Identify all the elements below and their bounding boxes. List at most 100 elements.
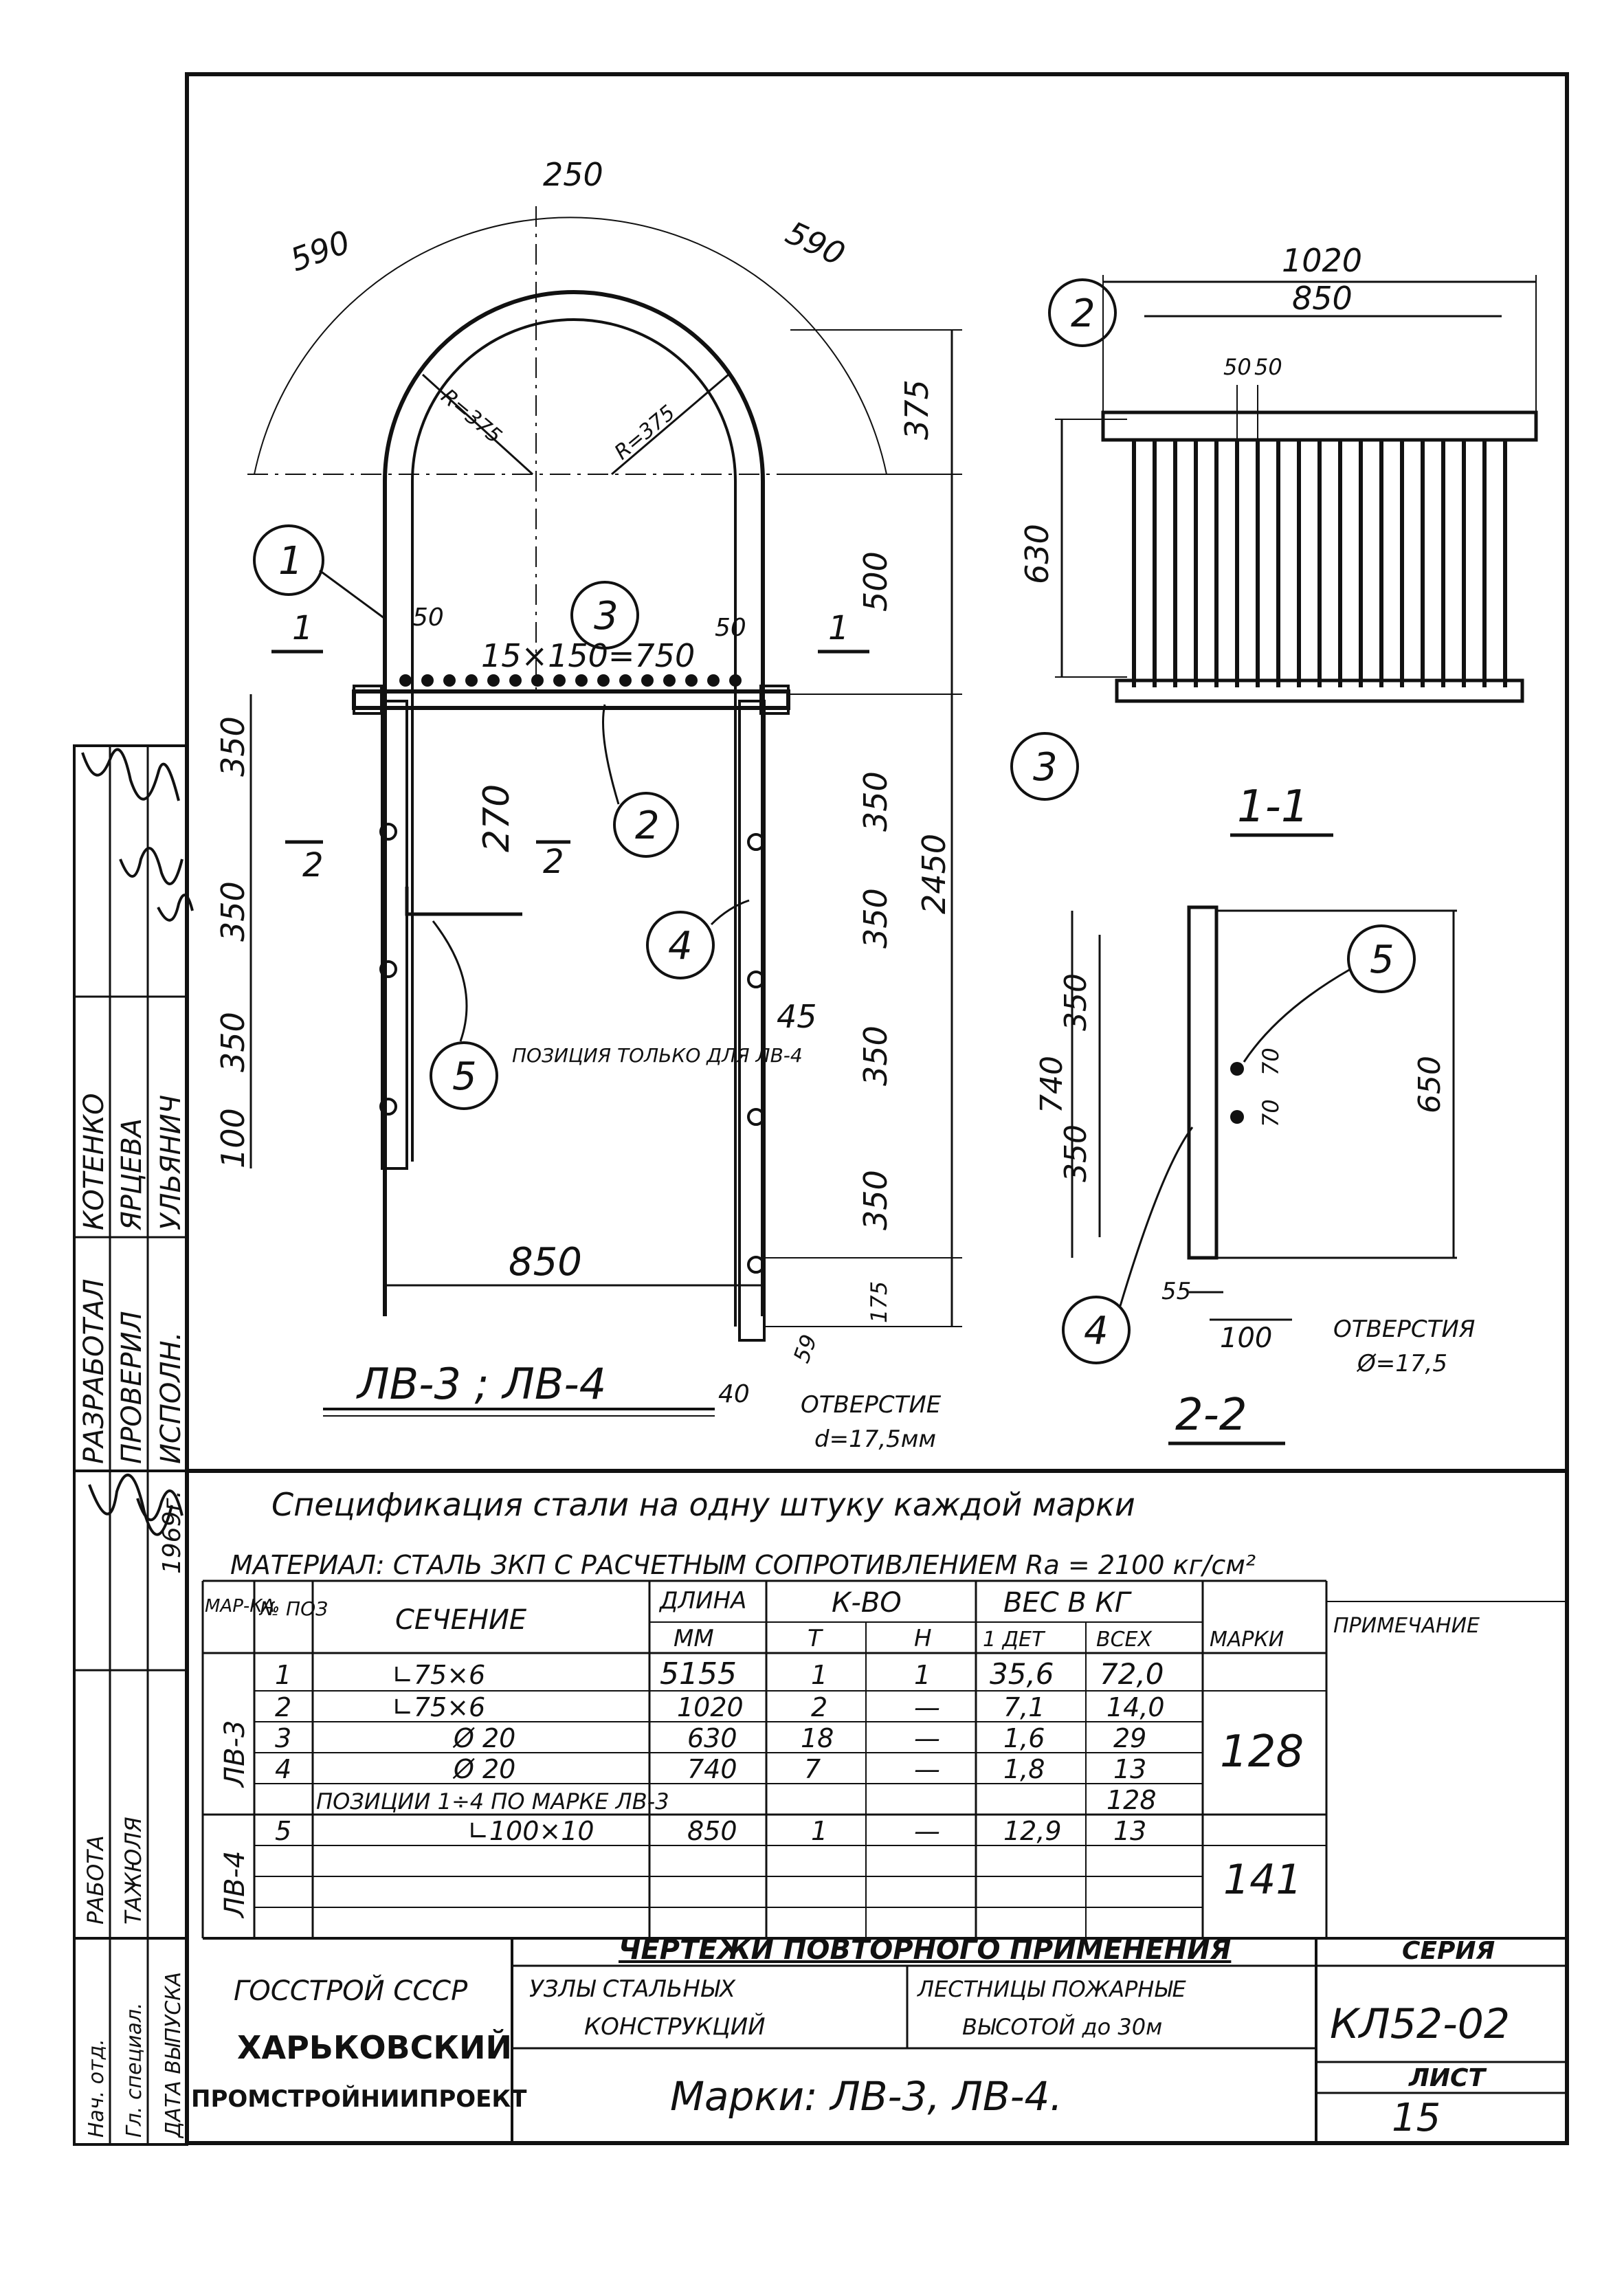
platform-end-right xyxy=(759,685,790,715)
org-line-3: ПРОМСТРОЙНИИПРОЕКТ xyxy=(191,2085,527,2113)
spec-row3-det: 1,6 xyxy=(1003,1723,1045,1753)
spec-row5-all: 128 xyxy=(1106,1785,1157,1815)
balloon-4: 4 xyxy=(668,924,693,968)
spec-row6-n: — xyxy=(914,1816,940,1846)
stamp-role-executed: ИСПОЛН. xyxy=(155,1332,187,1464)
stamp-role-developed: РАЗРАБОТАЛ xyxy=(78,1279,110,1464)
ladder-arch-outer xyxy=(383,290,765,1316)
dim-rung-350-a: 350 xyxy=(214,716,252,777)
dim-height-2450: 2450 xyxy=(915,834,953,914)
section1-balloon-3: 3 xyxy=(1033,745,1058,790)
section-2-2 xyxy=(1071,905,1457,1445)
section2-balloon-5: 5 xyxy=(1370,938,1394,982)
dim-rung-350-b: 350 xyxy=(214,881,252,942)
section2-dim-55: 55 xyxy=(1161,1278,1191,1305)
section-mark-2-right: 2 xyxy=(543,843,564,881)
section2-note-holes-d: Ø=17,5 xyxy=(1356,1350,1447,1377)
section1-dim-50b: 50 xyxy=(1254,354,1282,380)
section2-note-holes: ОТВЕРСТИЯ xyxy=(1333,1316,1475,1343)
section1-dim-50a: 50 xyxy=(1223,354,1252,380)
dim-175: 175 xyxy=(866,1281,892,1323)
spec-header-count-t: Т xyxy=(808,1625,823,1652)
signatures xyxy=(81,748,194,1536)
spec-row6-length: 850 xyxy=(687,1816,737,1846)
side-stamp-text: РАЗРАБОТАЛ ПРОВЕРИЛ ИСПОЛН. КОТЕНКО ЯРЦЕ… xyxy=(78,1093,187,2139)
dim-59: 59 xyxy=(788,1331,823,1366)
section2-dim-100: 100 xyxy=(1220,1322,1272,1354)
radius-right-line xyxy=(611,373,729,476)
section1-dim-1020: 1020 xyxy=(1282,242,1362,279)
spec-table-grid xyxy=(201,1579,1567,1940)
side-stamp xyxy=(73,744,188,2146)
dim-rung-350-f: 350 xyxy=(857,1025,894,1086)
spec-row1-all: 72,0 xyxy=(1100,1657,1164,1691)
stamp-role-checked: ПРОВЕРИЛ xyxy=(116,1311,148,1464)
section-mark-1-left: 1 xyxy=(292,609,313,647)
spec-row1-section: ∟75×6 xyxy=(392,1660,485,1690)
title-col-b-1: ЛЕСТНИЦЫ ПОЖАРНЫЕ xyxy=(917,1976,1187,2002)
spec-row2-pos: 2 xyxy=(275,1692,291,1722)
spec-row1-pos: 1 xyxy=(275,1660,291,1690)
spec-row3-all: 29 xyxy=(1113,1723,1146,1753)
spec-title-area: Спецификация стали на одну штуку каждой … xyxy=(230,1486,1256,1580)
stamp-lower-role-2: ТАЖЮЛЯ xyxy=(120,1817,146,1925)
section1-dim-850: 850 xyxy=(1292,280,1353,317)
section-mark-2-left: 2 xyxy=(302,846,324,885)
spec-header-w-mark: МАРКИ xyxy=(1210,1628,1284,1652)
spec-row3-section: Ø 20 xyxy=(452,1723,515,1753)
section2-dim-350b: 350 xyxy=(1058,1124,1093,1182)
spec-row1-n: 1 xyxy=(914,1660,931,1690)
spec-row6-pos: 5 xyxy=(275,1816,291,1846)
stamp-bottom-role-3: ДАТА ВЫПУСКА xyxy=(162,1972,186,2139)
section2-dim-740: 740 xyxy=(1034,1056,1069,1113)
platform-rungs xyxy=(399,674,742,687)
section2-balloon-4: 4 xyxy=(1084,1309,1109,1353)
section2-angle xyxy=(1187,905,1219,1260)
section-mark-1-right: 1 xyxy=(828,609,849,647)
side-stamp-frame xyxy=(73,744,188,2146)
dim-offset-left: 50 xyxy=(412,603,444,632)
section2-dim-350a: 350 xyxy=(1058,973,1093,1031)
balloon-5: 5 xyxy=(452,1054,477,1099)
bracket-pos5 xyxy=(405,887,522,916)
platform-end-left xyxy=(353,685,383,715)
note-position-only: ПОЗИЦИЯ ТОЛЬКО ДЛЯ ЛВ-4 xyxy=(512,1044,803,1067)
section-2-2-labels: 740 350 350 650 70 70 55 100 2-2 ОТВЕРСТ… xyxy=(1034,924,1475,1441)
title-block-header: ЧЕРТЕЖИ ПОВТОРНОГО ПРИМЕНЕНИЯ xyxy=(619,1934,1231,1966)
note-hole-diameter: d=17,5мм xyxy=(814,1426,936,1453)
platform-angle xyxy=(352,689,790,710)
spec-header-count-n: Н xyxy=(914,1625,932,1652)
org-line-1: ГОССТРОЙ СССР xyxy=(234,1974,468,2007)
spec-header-w-det: 1 ДЕТ xyxy=(983,1628,1046,1652)
title-block-text: ГОССТРОЙ СССР ХАРЬКОВСКИЙ ПРОМСТРОЙНИИПР… xyxy=(191,1934,1510,2140)
dim-100: 100 xyxy=(214,1108,252,1168)
stamp-bottom-role-2: Гл. специал. xyxy=(122,2002,146,2138)
section2-dim-70b: 70 xyxy=(1258,1099,1284,1127)
spec-row2-section: ∟75×6 xyxy=(392,1692,485,1722)
ladder-elevation xyxy=(247,206,962,1417)
dim-arc-right: 590 xyxy=(780,214,850,273)
arc-dim-line xyxy=(254,217,887,475)
spec-row1-length: 5155 xyxy=(660,1656,737,1692)
dim-offset-right: 50 xyxy=(715,614,746,642)
balloon-2: 2 xyxy=(635,803,660,848)
main-view-labels: 250 590 590 375 R=375 R=375 15×150=750 5… xyxy=(214,156,953,1453)
spec-material: МАТЕРИАЛ: СТАЛЬ ЗКП С РАСЧЕТНЫМ СОПРОТИВ… xyxy=(230,1550,1256,1580)
spec-row4-n: — xyxy=(914,1754,940,1784)
spec-total-lv3: 128 xyxy=(1220,1727,1304,1777)
stamp-bottom-role-1: Нач. отд. xyxy=(85,2039,109,2138)
spec-header-count: К-ВО xyxy=(832,1587,902,1619)
title-col-a-2: КОНСТРУКЦИЙ xyxy=(584,2013,766,2041)
dim-45: 45 xyxy=(777,998,817,1035)
spec-row3-n: — xyxy=(914,1723,940,1753)
balloon-1: 1 xyxy=(278,539,303,584)
spec-mark-lv4: ЛВ-4 xyxy=(219,1851,251,1919)
spec-row3-t: 18 xyxy=(801,1723,834,1753)
spec-row1-t: 1 xyxy=(811,1660,827,1690)
spec-row3-pos: 3 xyxy=(275,1723,291,1753)
series-label: СЕРИЯ xyxy=(1402,1937,1495,1965)
dim-40: 40 xyxy=(718,1380,750,1408)
dim-radius-left: R=375 xyxy=(436,384,507,448)
spec-mark-lv3: ЛВ-3 xyxy=(219,1720,251,1788)
